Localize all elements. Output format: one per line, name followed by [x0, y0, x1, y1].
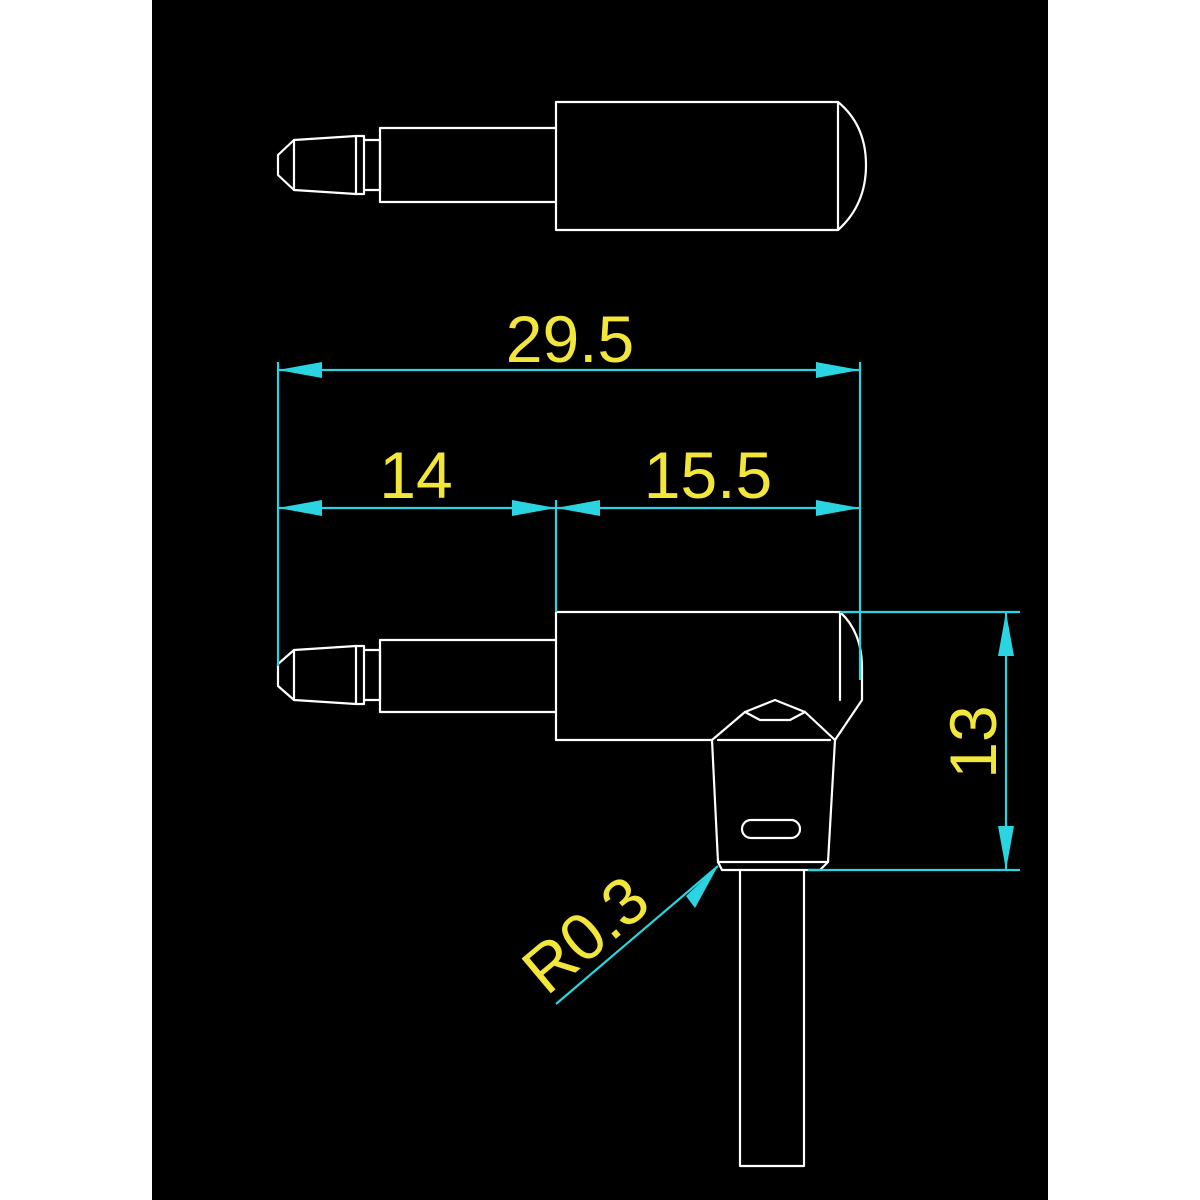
cable-neck-facet [716, 710, 832, 742]
dimension-label-r0-3: R0.3 [508, 861, 662, 1007]
plug-tip-groove [292, 134, 382, 196]
dimension-body-length: 15.5 [556, 438, 860, 516]
cad-drawing-canvas [152, 0, 1048, 1200]
plug-shaft [378, 126, 558, 204]
plug-body [554, 610, 864, 742]
dimension-plug-length: 14 [278, 438, 558, 612]
dimension-body-height: 13 [808, 610, 1020, 872]
plug-top-view [276, 100, 868, 232]
plug-front-view [276, 610, 864, 1168]
dimension-fillet-radius: R0.3 [508, 861, 719, 1008]
plug-body [554, 100, 868, 232]
dimension-overall-length: 29.5 [276, 302, 862, 680]
dimension-label-14: 14 [379, 438, 452, 512]
plug-tip [276, 644, 358, 706]
cable [738, 868, 806, 1168]
dimension-label-13: 13 [936, 705, 1010, 778]
plug-shaft [378, 638, 558, 714]
plug-tip-groove [292, 644, 382, 706]
cable-collar [716, 860, 830, 872]
dimension-label-15-5: 15.5 [644, 438, 772, 512]
cable-neck [710, 698, 837, 864]
plug-tip [276, 134, 358, 196]
strain-relief-slot [740, 818, 802, 840]
dimension-label-29-5: 29.5 [506, 302, 634, 376]
